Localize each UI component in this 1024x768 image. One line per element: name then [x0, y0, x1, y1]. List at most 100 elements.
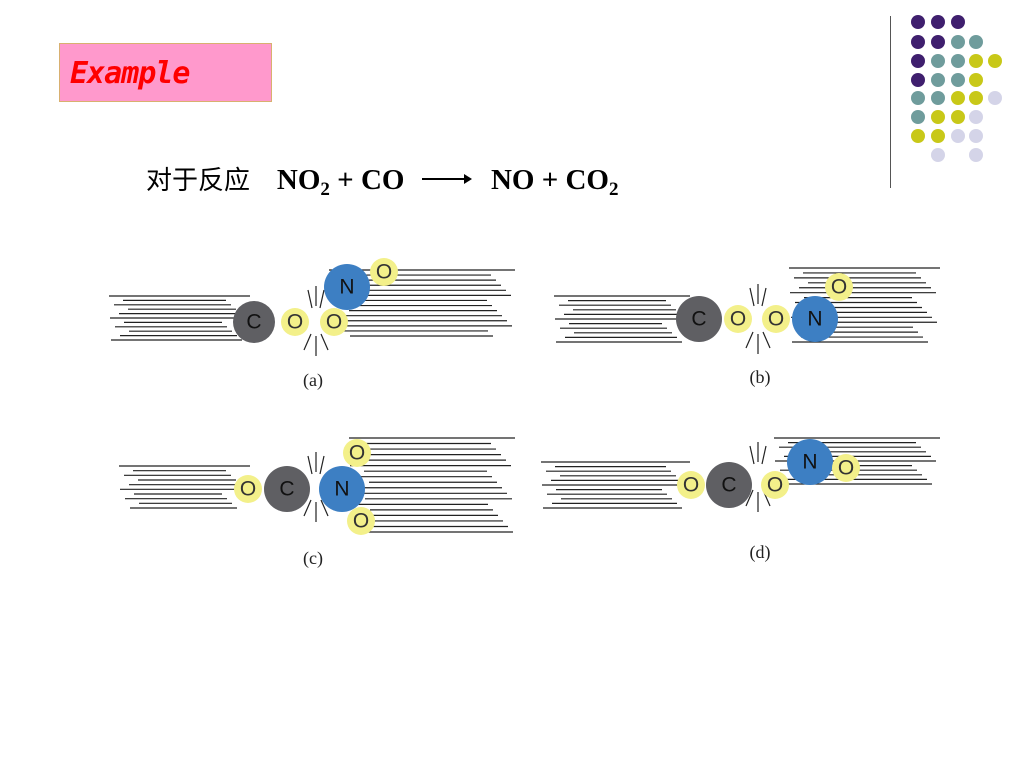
collision-mark [307, 289, 313, 309]
collision-mark [307, 455, 313, 475]
decorative-dot [911, 73, 925, 87]
atom-nitrogen [787, 439, 833, 485]
decorative-dot [911, 54, 925, 68]
atom-oxygen [234, 475, 262, 503]
reactant2: CO [360, 164, 405, 196]
atom-carbon [264, 466, 310, 512]
decorative-dot [911, 15, 925, 29]
collision-mark [320, 499, 329, 517]
collision-mark [762, 331, 771, 349]
decorative-dot [911, 129, 925, 143]
decorative-dot [988, 54, 1002, 68]
decorative-dot [969, 148, 983, 162]
atom-carbon [706, 462, 752, 508]
reactant1: NO [276, 164, 321, 196]
atom-oxygen [825, 273, 853, 301]
equation-prefix: 对于反应 [146, 166, 251, 196]
decorative-dot [931, 73, 945, 87]
decorative-dot [931, 110, 945, 124]
atom-symbol: O [768, 308, 784, 331]
decorative-dot [951, 91, 965, 105]
atom-symbol: N [334, 478, 349, 501]
collision-mark [745, 331, 754, 349]
decorative-dot [931, 15, 945, 29]
collision-mark [749, 287, 755, 307]
decorative-dot [951, 15, 965, 29]
decorative-dot [969, 73, 983, 87]
decorative-dot [931, 148, 945, 162]
atom-symbol: C [246, 311, 261, 334]
product2-subscript: 2 [608, 179, 619, 200]
atom-oxygen [343, 439, 371, 467]
atom-symbol: C [721, 474, 736, 497]
atom-symbol: O [353, 510, 369, 533]
atom-symbol: N [802, 451, 817, 474]
decorative-dot [969, 35, 983, 49]
atom-symbol: O [838, 457, 854, 480]
decorative-dot [931, 91, 945, 105]
atom-oxygen [762, 305, 790, 333]
atom-oxygen [724, 305, 752, 333]
collision-mark [761, 287, 767, 307]
decorative-dot [951, 73, 965, 87]
decorative-dot [931, 54, 945, 68]
decorative-dot [951, 54, 965, 68]
decorative-dot [969, 110, 983, 124]
atom-oxygen [832, 454, 860, 482]
collision-mark [319, 289, 325, 309]
decorative-vertical-line [890, 16, 891, 188]
collision-mark [319, 455, 325, 475]
atom-symbol: O [240, 478, 256, 501]
decorative-dot [931, 35, 945, 49]
decorative-dot [911, 35, 925, 49]
atom-nitrogen [324, 264, 370, 310]
collision-mark [749, 445, 755, 465]
atom-symbol: O [767, 474, 783, 497]
reaction-equation: 对于反应 NO2 + CO NO + CO2 [146, 160, 618, 201]
atom-symbol: C [279, 478, 294, 501]
decorative-dot [988, 91, 1002, 105]
plus-sign-2: + [541, 164, 559, 196]
atom-symbol: O [683, 474, 699, 497]
atom-oxygen [347, 507, 375, 535]
atom-symbol: C [691, 308, 706, 331]
product2: CO [565, 164, 609, 196]
atom-oxygen [677, 471, 705, 499]
panel-label: (c) [303, 548, 323, 569]
panel-label: (b) [750, 367, 771, 388]
decorative-dot [911, 91, 925, 105]
atom-oxygen [370, 258, 398, 286]
collision-mark [303, 499, 312, 517]
product1: NO [490, 164, 535, 196]
atom-symbol: O [831, 276, 847, 299]
atom-oxygen [320, 308, 348, 336]
collision-mark [320, 333, 329, 351]
panel-label: (a) [303, 370, 323, 391]
example-label: Example [70, 56, 190, 91]
atom-nitrogen [319, 466, 365, 512]
decorative-dot [951, 129, 965, 143]
atom-symbol: N [339, 276, 354, 299]
atom-oxygen [761, 471, 789, 499]
collision-mark [303, 333, 312, 351]
panel-label: (d) [750, 542, 771, 563]
decorative-dot [951, 35, 965, 49]
collision-mark [745, 489, 754, 507]
decorative-dot [969, 91, 983, 105]
example-box: Example [59, 43, 272, 102]
decorative-dot [969, 54, 983, 68]
equation-formula: NO2 + CO NO + CO2 [276, 164, 619, 200]
atom-symbol: O [349, 442, 365, 465]
decorative-dot [951, 110, 965, 124]
atom-symbol: O [287, 311, 303, 334]
atom-symbol: O [730, 308, 746, 331]
decorative-dot [969, 129, 983, 143]
atom-oxygen [281, 308, 309, 336]
reaction-arrow-icon [421, 174, 472, 185]
reactant1-subscript: 2 [320, 179, 330, 200]
atom-symbol: N [807, 308, 822, 331]
plus-sign-1: + [337, 164, 354, 196]
atom-carbon [233, 301, 275, 343]
decorative-dot [931, 129, 945, 143]
